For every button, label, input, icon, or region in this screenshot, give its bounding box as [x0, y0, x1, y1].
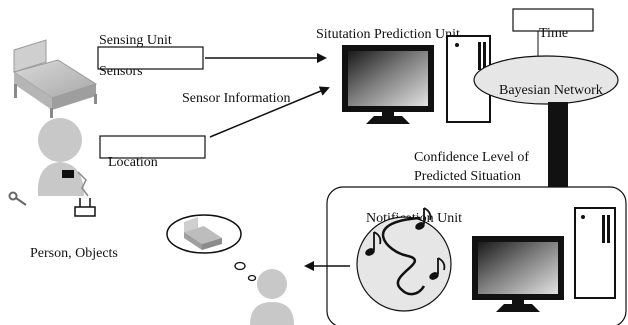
- location-box: [99, 135, 206, 159]
- notification-computer-icon: [472, 207, 616, 312]
- sensor-information-label: Sensor Information: [182, 91, 290, 106]
- time-box: [512, 8, 594, 32]
- time-label: Time: [539, 26, 568, 41]
- bed-icon: [12, 39, 98, 118]
- bed-thought-icon: [184, 217, 222, 250]
- wearable-sensor-icon: [62, 170, 74, 178]
- situation-prediction-unit-label: Situtation Prediction Unit: [316, 27, 460, 42]
- confidence-label-line1: Confidence Level of: [414, 150, 529, 165]
- sensing-unit-label: Sensing Unit: [99, 33, 172, 48]
- arrow-location-to-prediction: [209, 86, 330, 138]
- key-icon: [8, 191, 27, 206]
- sensors-label: Sensors: [99, 64, 143, 79]
- confidence-label-line2: Predicted Situation: [414, 169, 521, 184]
- music-notes-icon: [356, 207, 452, 312]
- sensor-tag-icon: [74, 198, 96, 217]
- person-icon: [37, 118, 89, 197]
- thought-bubble-icon: [166, 214, 257, 282]
- bayesian-network-label: Bayesian Network: [499, 83, 603, 98]
- listener-person-icon: [250, 269, 294, 325]
- person-objects-label: Person, Objects: [30, 246, 118, 261]
- desktop-computer-icon: [342, 35, 491, 124]
- location-label: Location: [108, 155, 158, 170]
- bayesian-network-node: [473, 55, 619, 105]
- sensing-unit-box: [97, 46, 204, 70]
